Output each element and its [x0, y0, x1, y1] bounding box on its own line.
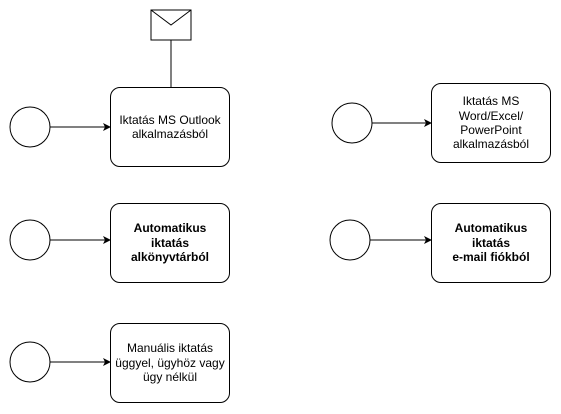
task-manual-filing: Manuális iktatás üggyel, ügyhöz vagy ügy…: [110, 323, 230, 403]
task-outlook-filing: Iktatás MS Outlook alkalmazásból: [110, 87, 230, 167]
start-event-manual: [9, 341, 51, 383]
start-event-outlook: [9, 106, 51, 148]
task-office-filing: Iktatás MS Word/Excel/ PowerPoint alkalm…: [431, 83, 551, 163]
start-event-library: [9, 219, 51, 261]
envelope-icon: [150, 9, 192, 87]
task-auto-library-filing: Automatikus iktatás alkönyvtárból: [110, 203, 230, 283]
start-event-email: [329, 219, 371, 261]
start-event-office: [331, 102, 373, 144]
task-auto-email-filing: Automatikus iktatás e-mail fiókból: [431, 203, 551, 283]
